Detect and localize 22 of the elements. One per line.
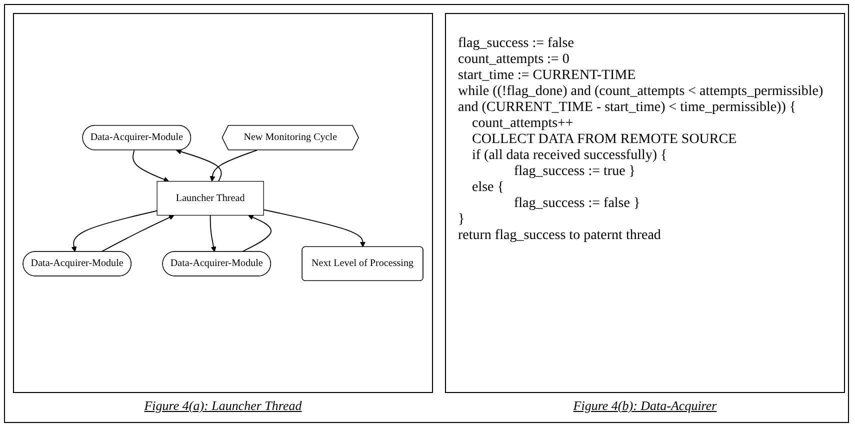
figure-caption: Figure 4(a): Launcher Thread: [144, 398, 302, 413]
arrow: [132, 150, 170, 182]
code-line: COLLECT DATA FROM REMOTE SOURCE: [471, 132, 738, 148]
code-line: }: [458, 212, 466, 228]
code-line: else {: [471, 180, 505, 196]
code-line: start_time := CURRENT-TIME: [458, 68, 637, 84]
arrow: [241, 214, 272, 252]
arrow: [210, 150, 258, 182]
figure-caption: Figure 4(b): Data-Acquirer: [573, 398, 717, 413]
code-line: flag_success := false }: [513, 196, 642, 212]
code-line: count_attempts++: [471, 116, 574, 132]
code-line: flag_success := true }: [513, 164, 637, 180]
code-line: flag_success := false: [458, 36, 575, 52]
code-line: return flag_success to paternt thread: [458, 228, 662, 244]
node-box: Launcher Thread: [156, 181, 264, 216]
arrow: [210, 214, 216, 252]
arrow: [100, 214, 174, 252]
arrow: [263, 209, 366, 248]
arrow: [176, 149, 222, 182]
code-line: if (all data received successfully) {: [471, 148, 668, 164]
arrow: [71, 210, 158, 252]
code-line: count_attempts := 0: [458, 52, 570, 68]
